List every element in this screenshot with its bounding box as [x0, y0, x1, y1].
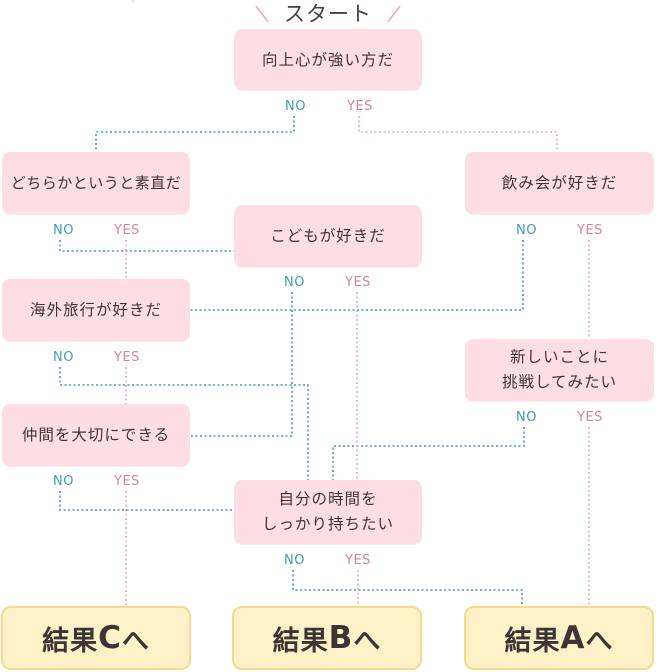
- question-honest-text: どちらかというと素直だ: [10, 174, 182, 192]
- result-a-suffix: へ: [585, 625, 614, 657]
- q7-yes-label: YES: [114, 474, 140, 489]
- result-b-suffix: へ: [353, 625, 382, 657]
- question-children-text: こどもが好きだ: [270, 227, 386, 245]
- question-own-time-line2: しっかり持ちたい: [261, 515, 394, 533]
- question-new-challenge: 新しいことに 挑戦してみたい: [465, 339, 654, 401]
- q2-yes-label: YES: [114, 223, 140, 238]
- result-c-suffix: へ: [121, 625, 150, 657]
- q4-no-label: NO: [284, 275, 305, 290]
- no-path-q1: [95, 116, 295, 152]
- no-path-q4: [190, 292, 293, 437]
- q6-yes-label: YES: [577, 410, 603, 425]
- question-value-friends: 仲間を大切にできる: [2, 404, 190, 466]
- question-own-time-line1: 自分の時間を: [278, 490, 378, 508]
- q2-no-label: NO: [53, 223, 74, 238]
- result-c-letter: C: [98, 620, 122, 656]
- q1-no-label: NO: [285, 99, 306, 114]
- result-c-prefix: 結果: [42, 625, 99, 657]
- question-ambition-text: 向上心が強い方だ: [261, 50, 394, 69]
- q6-no-label: NO: [516, 410, 537, 425]
- question-overseas-travel-text: 海外旅行が好きだ: [29, 301, 162, 319]
- result-b-prefix: 結果: [272, 625, 329, 657]
- question-drinking-party-text: 飲み会が好きだ: [501, 174, 618, 192]
- q1-yes-label: YES: [347, 99, 373, 114]
- question-children: こどもが好きだ: [234, 205, 422, 267]
- no-path-q2: [59, 240, 234, 252]
- question-new-challenge-line2: 挑戦してみたい: [501, 373, 618, 391]
- q4-yes-label: YES: [345, 275, 371, 290]
- no-path-q7: [59, 491, 234, 511]
- no-path-q6: [332, 427, 525, 480]
- no-path-q8: [292, 570, 523, 606]
- start-accent-right: [387, 5, 401, 23]
- q7-no-label: NO: [53, 474, 74, 489]
- yes-path-q1: [358, 116, 558, 152]
- start-accent-left: [255, 5, 269, 23]
- question-own-time: 自分の時間を しっかり持ちたい: [234, 480, 422, 544]
- question-value-friends-text: 仲間を大切にできる: [21, 426, 171, 444]
- start-accent-marks: [132, 0, 401, 23]
- yes-paths: [125, 116, 590, 606]
- result-a-prefix: 結果: [504, 625, 561, 657]
- no-path-q5: [59, 367, 309, 480]
- question-drinking-party: 飲み会が好きだ: [465, 152, 654, 214]
- question-new-challenge-line1: 新しいことに: [509, 348, 609, 366]
- q5-no-label: NO: [53, 350, 74, 365]
- q3-no-label: NO: [516, 223, 537, 238]
- q8-no-label: NO: [284, 553, 305, 568]
- question-overseas-travel: 海外旅行が好きだ: [2, 279, 190, 341]
- q8-yes-label: YES: [345, 553, 371, 568]
- question-ambition: 向上心が強い方だ: [234, 29, 422, 90]
- no-path-q3: [190, 240, 524, 311]
- start-label: スタート: [284, 2, 372, 26]
- no-paths: [59, 116, 525, 606]
- result-b-letter: B: [328, 620, 354, 656]
- q5-yes-label: YES: [114, 350, 140, 365]
- result-a-letter: A: [560, 620, 586, 656]
- q3-yes-label: YES: [577, 223, 603, 238]
- question-honest: どちらかというと素直だ: [2, 152, 190, 214]
